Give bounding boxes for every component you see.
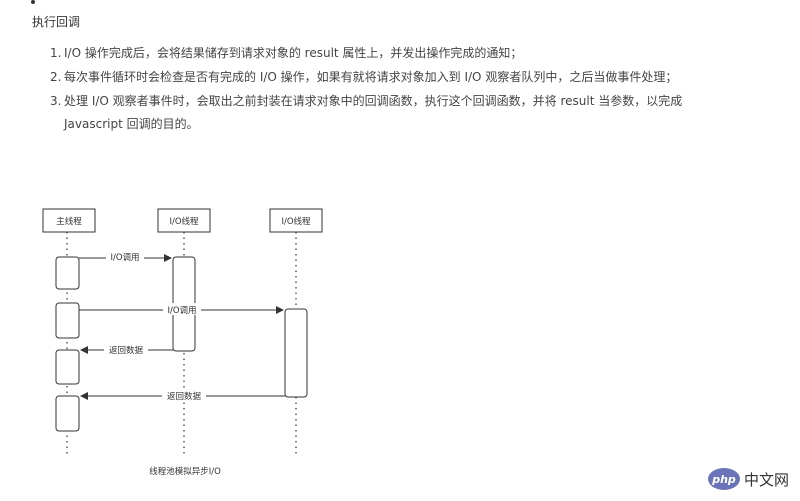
watermark-text: 中文网 [744,470,790,489]
message-label-bg [106,251,144,263]
list-bullet [31,0,35,4]
message-label-bg [104,343,148,355]
activation-box [284,308,308,398]
list-item-text: 每次事件循环时会检查是否有完成的 I/O 操作，如果有就将请求对象加入到 I/O… [64,70,678,84]
message-label-bg [162,389,206,401]
list-item: 3. 处理 I/O 观察者事件时，会取出之前封装在请求对象中的回调函数，执行这个… [50,90,700,136]
list-item-number: 2. [50,70,62,84]
list-item-number: 3. [50,94,62,108]
lane-label-io-1: I/O线程 [169,216,199,227]
lane-header-io-1 [157,208,211,233]
activation-box [55,256,80,290]
activation-box [55,302,80,339]
steps-list: 1. I/O 操作完成后，会将结果储存到请求对象的 result 属性上，并发出… [50,42,700,137]
activation-box [55,349,80,385]
list-item-number: 1. [50,46,62,60]
message-label: 返回数据 [167,391,202,402]
message-label-bg [163,303,201,315]
site-watermark: php 中文网 [708,468,789,490]
section-heading: 执行回调 [32,15,81,29]
lane-header-io-2 [269,208,323,233]
message-label: 返回数据 [109,345,144,356]
list-item-text: 处理 I/O 观察者事件时，会取出之前封装在请求对象中的回调函数，执行这个回调函… [64,94,683,131]
lane-label-main: 主线程 [56,216,82,227]
diagram-caption: 线程池模拟异步I/O [149,466,221,477]
lane-header-main [42,208,96,233]
message-label: I/O调用 [167,306,196,316]
php-logo-icon: php [708,468,740,490]
list-item: 2. 每次事件循环时会检查是否有完成的 I/O 操作，如果有就将请求对象加入到 … [50,66,700,89]
list-item: 1. I/O 操作完成后，会将结果储存到请求对象的 result 属性上，并发出… [50,42,700,65]
activation-box [55,395,80,432]
lane-label-io-2: I/O线程 [281,216,311,227]
list-item-text: I/O 操作完成后，会将结果储存到请求对象的 result 属性上，并发出操作完… [64,46,523,60]
message-label: I/O调用 [110,253,139,263]
